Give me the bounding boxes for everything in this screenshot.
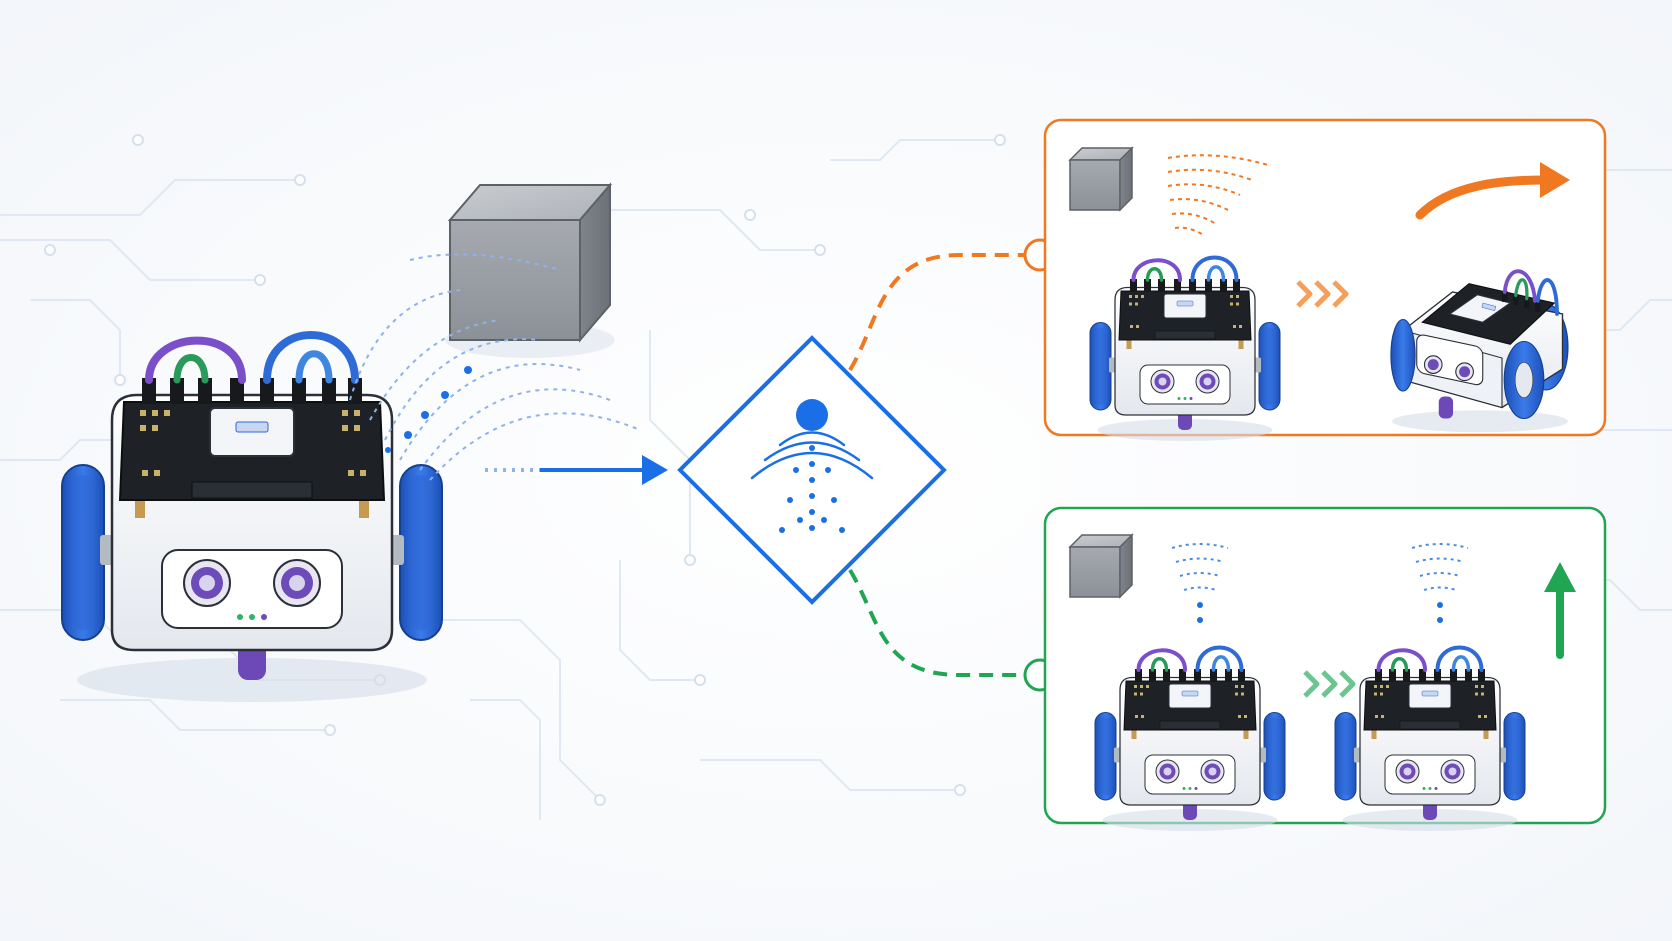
ultrasonic-wave-icon	[349, 253, 641, 481]
obstacle-cube-icon	[1069, 147, 1133, 211]
flow-arrow-to-decision	[485, 455, 668, 485]
obstacle-cube	[445, 182, 615, 358]
path-clear-panel	[1043, 506, 1607, 833]
forward-arrow-icon	[1544, 562, 1576, 659]
progress-chevrons	[1296, 280, 1349, 308]
sensor-decision-diamond-icon	[677, 335, 947, 605]
obstacle-cube-icon	[1069, 534, 1133, 598]
obstacle-detected-panel	[1043, 118, 1607, 443]
signal-dots	[385, 366, 472, 453]
decision-diamond	[677, 335, 947, 605]
circuit-trace-decoration	[0, 139, 1672, 820]
curved-turn-arrow-icon	[1415, 162, 1570, 220]
ultrasonic-wave-icon	[1171, 543, 1469, 591]
progress-chevrons	[1303, 670, 1356, 698]
